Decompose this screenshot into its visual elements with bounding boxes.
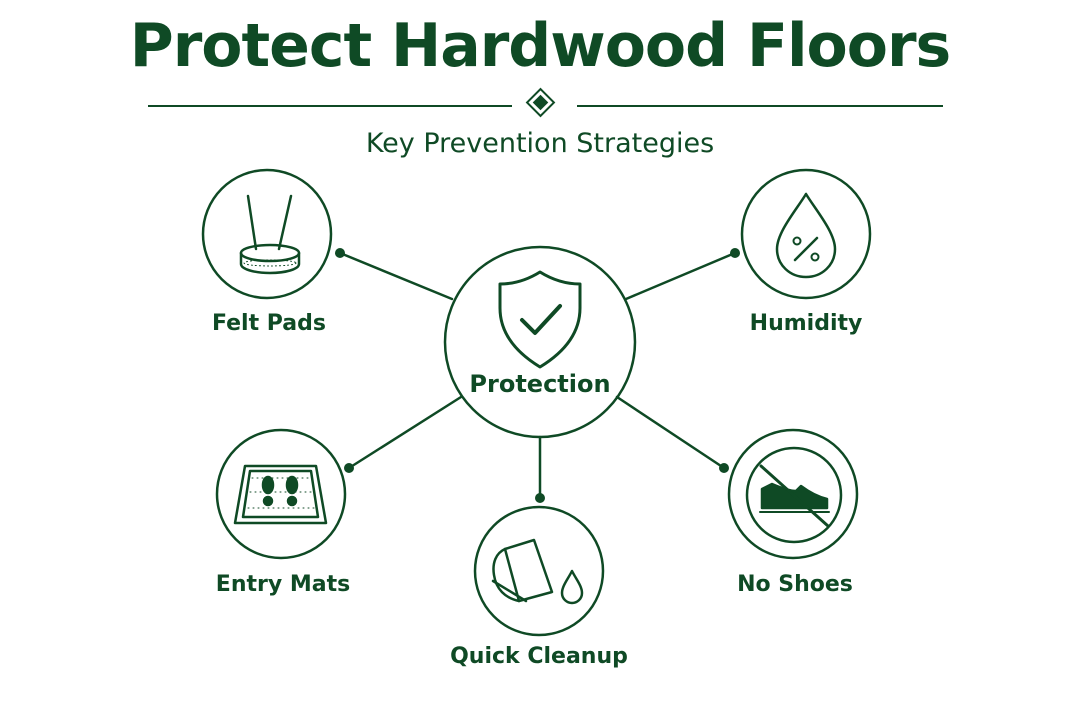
label-humidity: Humidity (749, 311, 863, 336)
water-drop-percent-icon (775, 192, 837, 279)
node-circle-entry-mats (215, 428, 347, 560)
chair-leg-felt-pad-icon (239, 194, 301, 275)
label-felt-pads: Felt Pads (212, 311, 326, 336)
towel-drop-icon (491, 538, 584, 605)
no-shoes-icon (745, 446, 843, 544)
connector-felt-pads (338, 251, 454, 301)
label-quick-cleanup: Quick Cleanup (450, 644, 628, 669)
node-circle-quick-cleanup (473, 505, 605, 637)
center-circle (443, 245, 637, 439)
doormat-footprints-icon (233, 464, 328, 525)
label-no-shoes: No Shoes (737, 572, 853, 597)
connector-entry-mats (347, 395, 463, 470)
page-title: Protect Hardwood Floors (129, 11, 952, 81)
center-label: Protection (469, 370, 611, 398)
connector-dot-no-shoes (719, 463, 729, 473)
connector-humidity (624, 251, 737, 301)
connector-dot-humidity (730, 248, 740, 258)
shield-check-icon (498, 270, 582, 369)
connector-no-shoes (615, 395, 726, 470)
label-entry-mats: Entry Mats (215, 572, 351, 597)
connector-dot-felt-pads (335, 248, 345, 258)
connector-dot-quick-cleanup (535, 493, 545, 503)
node-circle-humidity (740, 168, 872, 300)
connector-dot-entry-mats (344, 463, 354, 473)
page-subtitle: Key Prevention Strategies (365, 128, 715, 159)
node-circle-felt-pads (201, 168, 333, 300)
node-circle-no-shoes (727, 428, 859, 560)
